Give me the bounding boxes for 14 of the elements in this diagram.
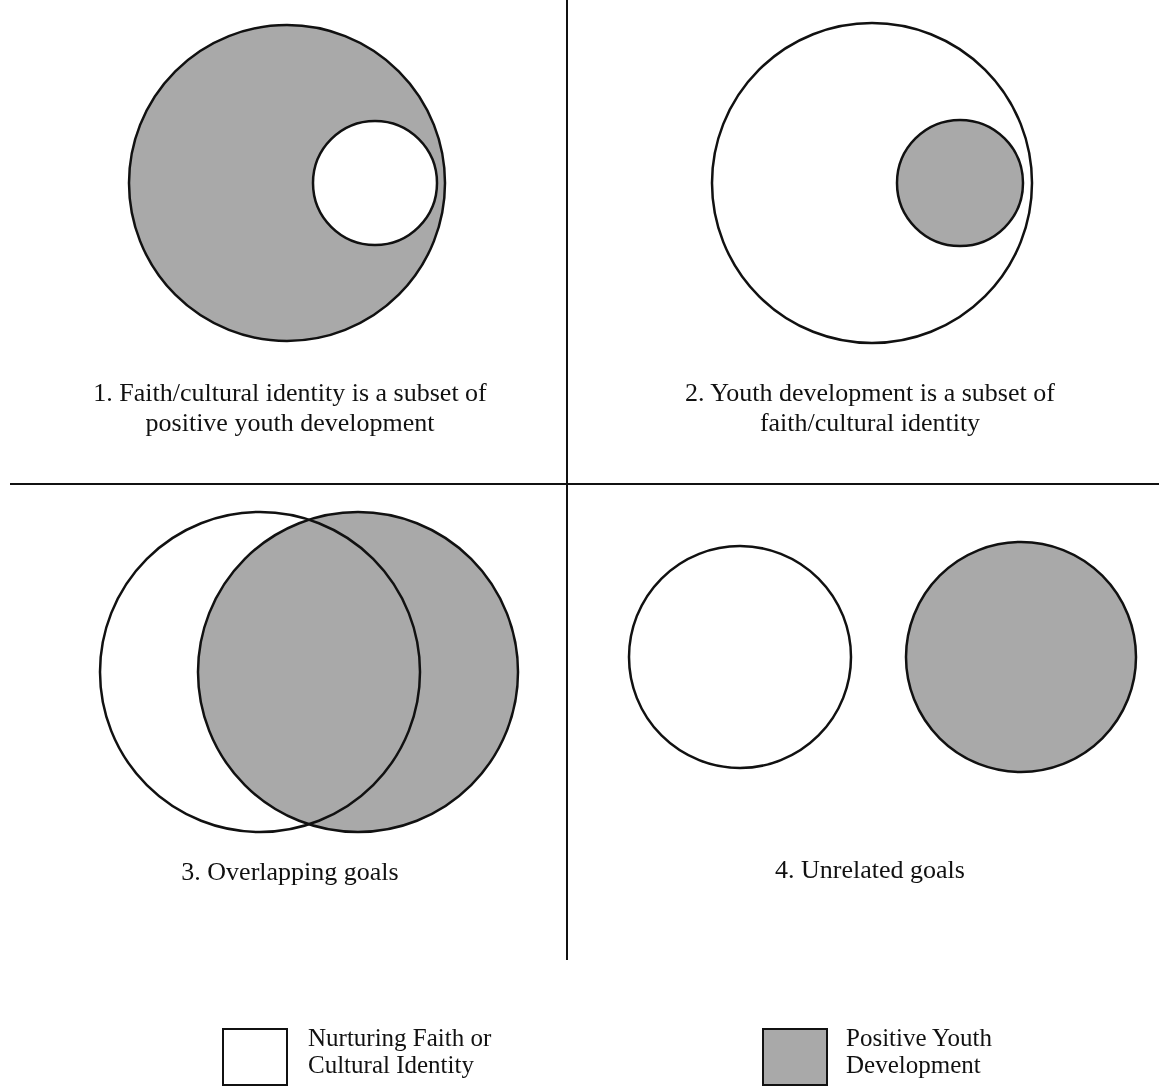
set-circle: [710, 21, 1034, 345]
set-circle: [627, 544, 853, 770]
legend-label: Nurturing Faith or Cultural Identity: [308, 1024, 493, 1078]
panel-caption: 3. Overlapping goals: [180, 857, 400, 887]
set-circle: [311, 119, 439, 247]
panel-caption: 2. Youth development is a subset of faith/cultural identity: [684, 378, 1056, 438]
panel-caption: 4. Unrelated goals: [774, 855, 966, 885]
set-circle: [98, 510, 422, 834]
set-circle: [904, 540, 1138, 774]
set-circle: [895, 118, 1025, 248]
legend-label: Positive Youth Development: [846, 1024, 993, 1078]
set-circle: [127, 23, 447, 343]
set-circle: [196, 510, 520, 834]
panel-caption: 1. Faith/cultural identity is a subset of positive youth development: [92, 378, 488, 438]
